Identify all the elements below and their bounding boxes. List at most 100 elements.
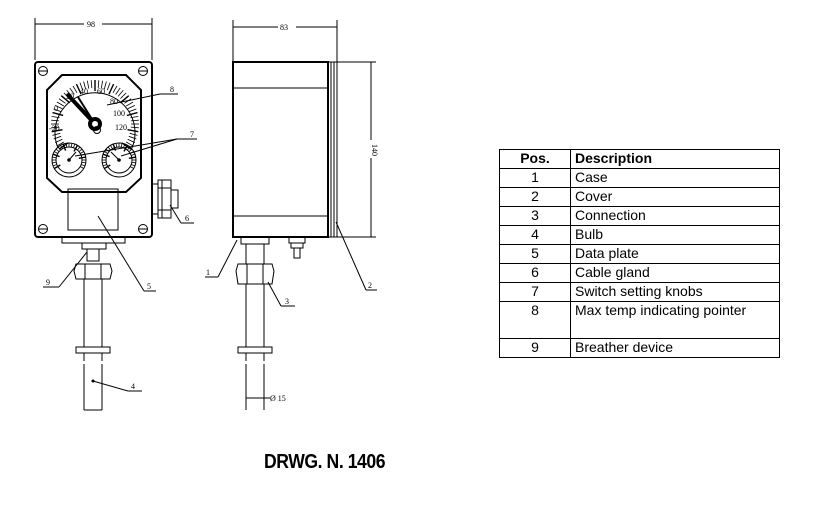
- legend-pos-cell: 2: [499, 187, 571, 207]
- side-view: 83 140: [232, 20, 379, 410]
- drawing-number: DRWG. N. 1406: [264, 451, 386, 473]
- dial-tick: [73, 143, 76, 148]
- dial-tick: [130, 126, 139, 129]
- corner-screws: [38, 66, 148, 234]
- legend-header-description: Description: [570, 149, 780, 169]
- dial-tick: [52, 156, 57, 159]
- dial-tick: [128, 108, 137, 113]
- legend-pos-cell: 1: [499, 168, 571, 188]
- scale-label: 100: [113, 109, 125, 118]
- dial-tick: [56, 101, 65, 107]
- dial-tick: [130, 166, 134, 169]
- dial-tick: [69, 87, 75, 95]
- dial-tick: [90, 80, 93, 89]
- dial-tick: [73, 144, 79, 152]
- side-height-dimension: 140: [337, 61, 379, 238]
- callout-7: 7: [190, 130, 194, 139]
- callout-1: 1: [206, 268, 210, 277]
- dial-tick: [72, 85, 78, 94]
- front-connection: [61, 236, 126, 411]
- dial-tick: [52, 164, 57, 167]
- legend-description-cell: Case: [570, 168, 780, 188]
- dial-tick: [57, 146, 61, 151]
- data-plate: [67, 188, 119, 231]
- legend-description-cell: Cable gland: [570, 263, 780, 283]
- legend-description-cell: Max temp indicating pointer: [570, 301, 780, 339]
- dial-tick: [117, 90, 124, 97]
- legend-pos-cell: 8: [499, 301, 571, 339]
- dial-tick: [127, 146, 131, 151]
- dial-tick: [102, 161, 107, 164]
- dial-tick: [55, 148, 60, 152]
- front-view: 98 -20 0 20 40 60 80 100 120: [34, 18, 179, 411]
- scale-label: 60: [97, 87, 105, 96]
- dial-window: [46, 74, 142, 193]
- side-height-label: 140: [370, 144, 379, 156]
- side-depth-label: 83: [280, 23, 288, 32]
- side-connection: [235, 236, 275, 410]
- dial-tick: [108, 83, 115, 95]
- legend-pos-cell: 9: [499, 338, 571, 358]
- dial-tick: [81, 164, 86, 167]
- scale-label: 120: [115, 123, 127, 132]
- scale-label: 80: [110, 97, 118, 106]
- dial-tick: [102, 153, 110, 158]
- callout-3: 3: [285, 297, 289, 306]
- dial-tick: [115, 87, 121, 95]
- legend-pos-cell: 7: [499, 282, 571, 302]
- dial-tick: [97, 80, 100, 89]
- dial-tick: [77, 146, 81, 151]
- dial-tick: [65, 143, 68, 148]
- legend-description-cell: Connection: [570, 206, 780, 226]
- legend-description-cell: Data plate: [570, 244, 780, 264]
- dial-tick: [81, 161, 86, 164]
- dial-tick: [123, 144, 129, 152]
- bulb-diameter-dimension: Ø 15: [246, 394, 286, 403]
- dial-tick: [130, 119, 139, 122]
- dial-tick: [60, 95, 71, 104]
- dial-tick: [52, 132, 61, 136]
- dial-tick: [51, 129, 63, 133]
- dial-tick: [128, 156, 136, 159]
- dial-tick: [127, 129, 139, 133]
- dial-tick: [60, 145, 63, 149]
- legend-description-cell: Breather device: [570, 338, 780, 358]
- main-dial: -20 0 20 40 60 80 100 120: [49, 80, 139, 150]
- dial-tick: [80, 166, 84, 169]
- dial-tick: [52, 111, 64, 117]
- dial-tick: [53, 135, 62, 140]
- dial-tick: [112, 85, 118, 94]
- dial-tick: [52, 153, 60, 158]
- legend-pos-cell: 5: [499, 244, 571, 264]
- scale-label: 40: [80, 87, 88, 96]
- legend-header-row: Pos. Description: [499, 149, 780, 169]
- dial-tick: [79, 82, 84, 91]
- dial-tick: [120, 143, 123, 148]
- callout-5: 5: [147, 282, 151, 291]
- dial-tick: [70, 143, 73, 148]
- dial-tick: [75, 83, 82, 95]
- dial-tick: [115, 143, 118, 148]
- dial-tick: [130, 115, 139, 119]
- dial-tick: [125, 101, 134, 107]
- dial-tick: [54, 138, 63, 143]
- dial-tick: [102, 164, 107, 167]
- dial-tick: [54, 105, 63, 110]
- dial-tick: [104, 151, 108, 154]
- front-width-label: 98: [87, 20, 95, 29]
- dial-tick: [58, 98, 66, 104]
- dial-tick: [100, 80, 104, 89]
- dial-tick: [120, 92, 127, 99]
- dial-tick: [110, 145, 113, 149]
- scale-label: 0: [54, 104, 58, 113]
- dial-tick: [78, 148, 83, 152]
- legend-header-pos: Pos.: [499, 149, 571, 169]
